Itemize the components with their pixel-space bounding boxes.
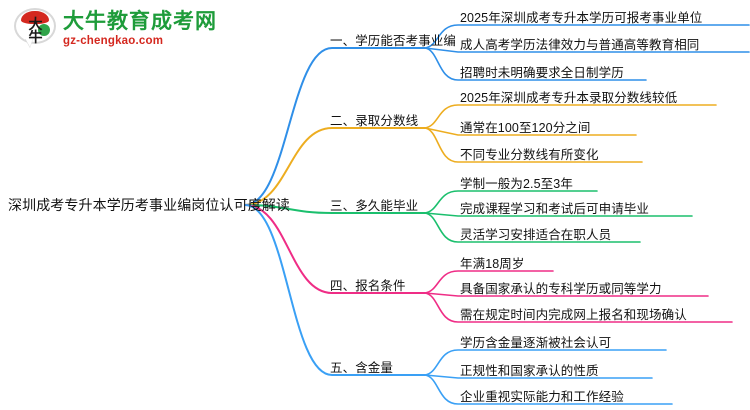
branch-label-4[interactable]: 四、报名条件 [330, 279, 406, 293]
leaf-label-5-1[interactable]: 学历含金量逐渐被社会认可 [460, 336, 612, 350]
leaf-label-2-2[interactable]: 通常在100至120分之间 [460, 121, 591, 135]
logo-text-block: 大牛教育成考网 gz-chengkao.com [63, 11, 217, 48]
leaf-label-4-3[interactable]: 需在规定时间内完成网上报名和现场确认 [460, 308, 687, 322]
logo-glyph-top: 大 [28, 16, 43, 32]
leaf-label-3-2[interactable]: 完成课程学习和考试后可申请毕业 [460, 202, 650, 216]
logo-subtitle: gz-chengkao.com [63, 34, 164, 47]
logo-glyph: 大 牛 [14, 17, 56, 44]
site-logo[interactable]: 大 牛 大牛教育成考网 gz-chengkao.com [14, 8, 217, 50]
logo-red-swoosh-shape [21, 11, 49, 24]
connector-line [244, 127, 426, 206]
leaf-label-4-1[interactable]: 年满18周岁 [460, 257, 525, 271]
branch-label-1[interactable]: 一、学历能否考事业编 [330, 34, 457, 48]
leaf-label-1-2[interactable]: 成人高考学历法律效力与普通高等教育相同 [460, 38, 700, 52]
branch-label-3[interactable]: 三、多久能毕业 [330, 199, 419, 213]
logo-bubble-tail-shape [25, 38, 33, 47]
logo-title: 大牛教育成考网 [63, 9, 217, 33]
logo-badge-icon: 大 牛 [14, 8, 56, 50]
logo-green-dot-shape [38, 24, 50, 36]
branch-label-5[interactable]: 五、含金量 [330, 361, 394, 375]
leaf-label-1-3[interactable]: 招聘时未明确要求全日制学历 [460, 66, 624, 80]
leaf-label-1-1[interactable]: 2025年深圳成考专升本学历可报考事业单位 [460, 11, 703, 25]
leaf-label-3-1[interactable]: 学制一般为2.5至3年 [460, 177, 573, 191]
leaf-label-3-3[interactable]: 灵活学习安排适合在职人员 [460, 228, 612, 242]
leaf-label-2-1[interactable]: 2025年深圳成考专升本录取分数线较低 [460, 91, 678, 105]
root-node-label: 深圳成考专升本学历考事业编岗位认可度解读 [8, 197, 290, 213]
leaf-label-4-2[interactable]: 具备国家承认的专科学历或同等学力 [460, 282, 662, 296]
logo-glyph-bottom: 牛 [28, 29, 43, 45]
branch-label-2[interactable]: 二、录取分数线 [330, 114, 419, 128]
leaf-label-2-3[interactable]: 不同专业分数线有所变化 [460, 148, 599, 162]
leaf-label-5-2[interactable]: 正规性和国家承认的性质 [460, 364, 599, 378]
leaf-label-5-3[interactable]: 企业重视实际能力和工作经验 [460, 390, 624, 404]
